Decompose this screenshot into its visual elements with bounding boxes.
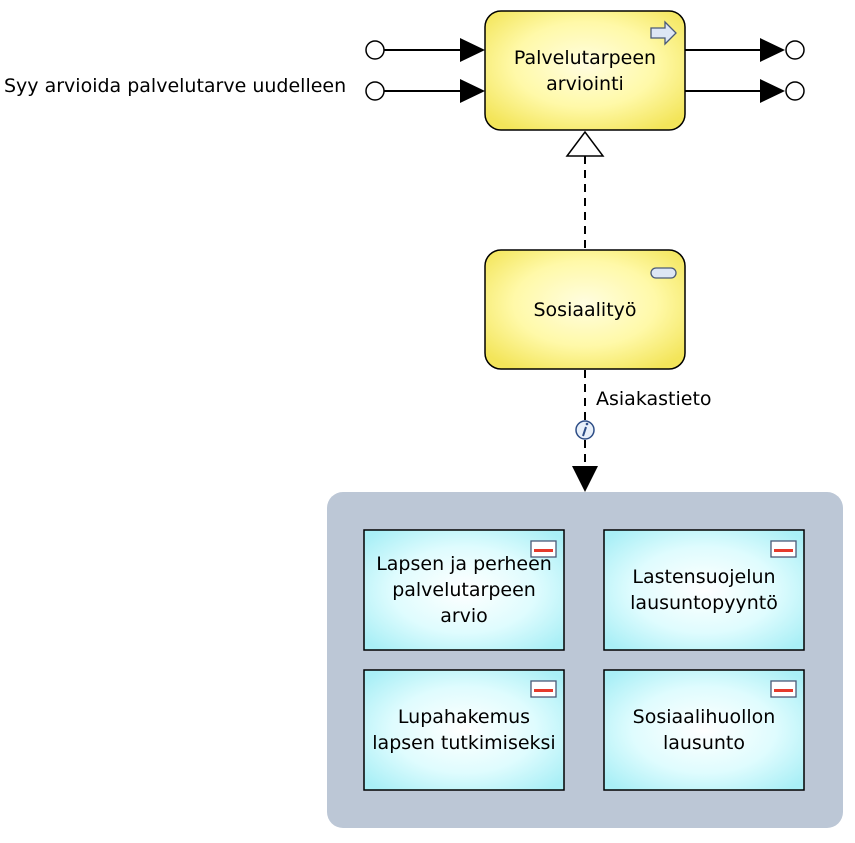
- document-icon: [770, 680, 797, 698]
- process-label-line-2: arviointi: [546, 72, 624, 95]
- information-icon: [575, 420, 595, 440]
- process-box[interactable]: [484, 10, 686, 131]
- document-3-line-1: Lupahakemus: [397, 706, 531, 728]
- document-box-1[interactable]: [363, 529, 565, 651]
- output-port-1[interactable]: [785, 40, 805, 60]
- flow-label: Asiakastieto: [596, 388, 712, 410]
- document-icon: [770, 540, 797, 558]
- document-1-line-3: arvio: [440, 605, 488, 627]
- document-4-line-2: lausunto: [662, 732, 745, 754]
- document-box-2[interactable]: [603, 529, 805, 651]
- process-arrow-icon: [650, 20, 677, 46]
- document-label-1: Lapsen ja perheen palvelutarpeen arvio: [364, 530, 564, 650]
- function-label: Sosiaalityö: [533, 298, 637, 321]
- document-label-4: Sosiaalihuollon lausunto: [604, 670, 804, 790]
- document-icon: [530, 680, 557, 698]
- document-4-line-1: Sosiaalihuollon: [632, 706, 776, 728]
- document-2-line-2: lausuntopyyntö: [630, 592, 778, 614]
- document-1-line-2: palvelutarpeen: [392, 579, 536, 601]
- document-3-line-2: lapsen tutkimiseksi: [372, 732, 556, 754]
- document-label-3: Lupahakemus lapsen tutkimiseksi: [364, 670, 564, 790]
- information-flow-relation: [572, 370, 598, 492]
- document-label-2: Lastensuojelun lausuntopyyntö: [604, 530, 804, 650]
- input-port-2[interactable]: [365, 81, 385, 101]
- output-port-2[interactable]: [785, 81, 805, 101]
- document-box-4[interactable]: [603, 669, 805, 791]
- input-port-1[interactable]: [365, 40, 385, 60]
- document-icon: [530, 540, 557, 558]
- realization-relation: [565, 130, 605, 250]
- process-label: Palvelutarpeen arviointi: [485, 11, 685, 130]
- process-label-line-1: Palvelutarpeen: [513, 46, 657, 69]
- document-2-line-1: Lastensuojelun: [632, 566, 776, 588]
- function-icon: [650, 267, 677, 279]
- trigger-label: Syy arvioida palvelutarve uudelleen: [4, 75, 347, 97]
- function-box[interactable]: [484, 249, 686, 370]
- document-box-3[interactable]: [363, 669, 565, 791]
- document-1-line-1: Lapsen ja perheen: [376, 553, 552, 575]
- input-connectors: [365, 38, 485, 103]
- output-connectors: [685, 38, 805, 103]
